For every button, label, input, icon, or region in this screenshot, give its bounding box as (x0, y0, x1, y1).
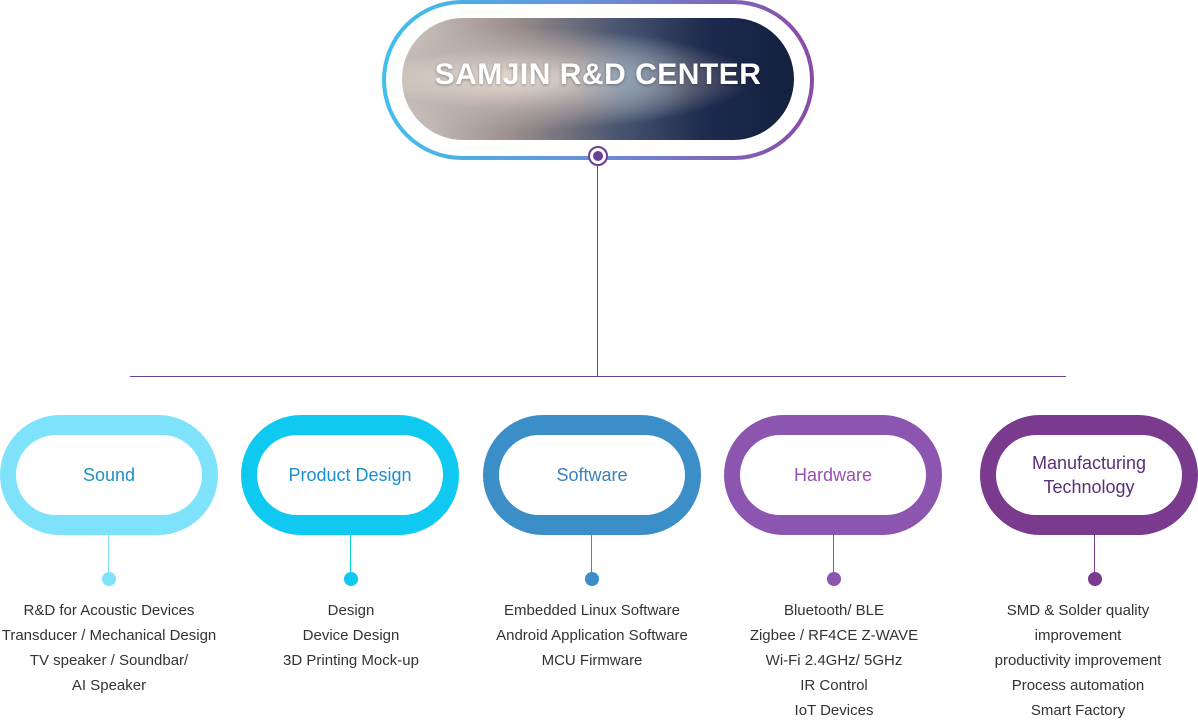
category-software-label: Software (499, 435, 685, 515)
list-item: IR Control (800, 677, 868, 694)
category-software-connector (591, 535, 592, 575)
list-item: R&D for Acoustic Devices (23, 602, 195, 619)
category-hardware-connector (833, 535, 834, 575)
category-sound-label: Sound (16, 435, 202, 515)
list-item: IoT Devices (794, 702, 874, 719)
category-product-design-items: Design Device Design 3D Printing Mock-up (231, 598, 471, 673)
category-manufacturing-technology-items: SMD & Solder quality improvement product… (958, 598, 1198, 723)
category-hardware-items: Bluetooth/ BLE Zigbee / RF4CE Z-WAVE Wi-… (714, 598, 954, 723)
list-item: Transducer / Mechanical Design (1, 627, 217, 644)
category-hardware-dot (827, 572, 841, 586)
category-sound-connector (108, 535, 109, 575)
category-product-design-connector (350, 535, 351, 575)
list-item: TV speaker / Soundbar/ (29, 652, 189, 669)
list-item: Process automation (1011, 677, 1145, 694)
horizontal-connector-line (130, 376, 1066, 377)
list-item: Device Design (302, 627, 400, 644)
category-manufacturing-technology-label-line1: Manufacturing (1031, 453, 1147, 473)
list-item: Android Application Software (496, 627, 688, 644)
vertical-connector-line (597, 166, 598, 376)
category-software-items: Embedded Linux Software Android Applicat… (472, 598, 712, 673)
category-manufacturing-technology-label: Manufacturing Technology (996, 435, 1182, 515)
category-product-design-dot (344, 572, 358, 586)
category-sound-dot (102, 572, 116, 586)
list-item: MCU Firmware (541, 652, 643, 669)
category-product-design-label: Product Design (257, 435, 443, 515)
category-product-design: Product Design (241, 415, 459, 535)
category-hardware: Hardware (724, 415, 942, 535)
category-manufacturing-technology-label-line2: Technology (1043, 477, 1135, 497)
list-item: Smart Factory (1030, 702, 1126, 719)
list-item: Bluetooth/ BLE (783, 602, 885, 619)
category-manufacturing-technology-dot (1088, 572, 1102, 586)
list-item: productivity improvement (994, 652, 1162, 669)
list-item: SMD & Solder quality (1006, 602, 1150, 619)
list-item: Wi-Fi 2.4GHz/ 5GHz (765, 652, 903, 669)
list-item: 3D Printing Mock-up (283, 652, 419, 669)
category-sound-items: R&D for Acoustic Devices Transducer / Me… (0, 598, 229, 698)
list-item: Zigbee / RF4CE Z-WAVE (749, 627, 919, 644)
category-software-dot (585, 572, 599, 586)
rd-center-node: SAMJIN R&D CENTER (382, 0, 814, 160)
list-item: improvement (1034, 627, 1122, 644)
category-software: Software (483, 415, 701, 535)
list-item: Embedded Linux Software (504, 602, 680, 619)
category-manufacturing-technology-connector (1094, 535, 1095, 575)
rd-center-image: SAMJIN R&D CENTER (402, 18, 794, 140)
list-item: AI Speaker (71, 677, 147, 694)
category-manufacturing-technology-label-lines: Manufacturing Technology (1032, 451, 1146, 499)
category-sound: Sound (0, 415, 218, 535)
rd-center-title: SAMJIN R&D CENTER (434, 58, 762, 91)
list-item: Design (327, 602, 375, 619)
category-manufacturing-technology: Manufacturing Technology (980, 415, 1198, 535)
rd-center-image-glow (572, 28, 692, 128)
category-hardware-label: Hardware (740, 435, 926, 515)
rd-center-connector-dot (588, 146, 608, 166)
